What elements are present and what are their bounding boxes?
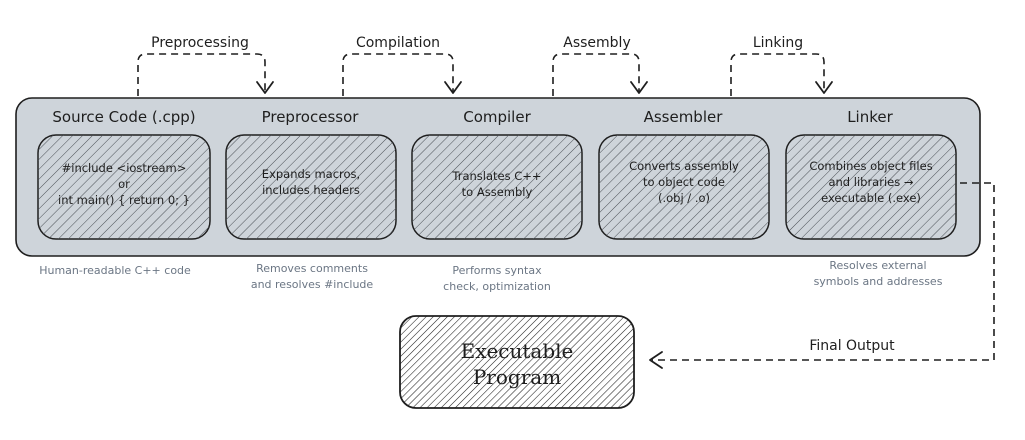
stage-title-source-code: Source Code (.cpp) xyxy=(52,108,195,126)
final-output-label: Final Output xyxy=(809,338,895,354)
preprocessor-line-2: includes headers xyxy=(262,183,360,197)
source-code-line-2: or xyxy=(118,177,130,191)
stage-titles: Source Code (.cpp) Preprocessor Compiler… xyxy=(52,108,893,126)
preprocessor-line-1: Expands macros, xyxy=(262,167,360,181)
assembler-line-1: Converts assembly xyxy=(629,159,739,173)
step-arrow-assembly xyxy=(552,53,648,96)
stage-box-source-code: #include <iostream> or int main() { retu… xyxy=(37,134,211,240)
step-label-assembly: Assembly xyxy=(563,35,630,51)
stage-title-assembler: Assembler xyxy=(644,108,724,126)
step-arrow-linking xyxy=(730,53,833,96)
stage-box-preprocessor: Expands macros, includes headers xyxy=(225,134,397,240)
executable-program-line-1: Executable xyxy=(461,339,574,363)
step-label-compilation: Compilation xyxy=(356,35,440,51)
step-label-linking: Linking xyxy=(753,35,803,51)
compiler-line-1: Translates C++ xyxy=(451,169,541,183)
stage-title-compiler: Compiler xyxy=(463,108,531,126)
linker-line-2: and libraries → xyxy=(828,175,913,189)
step-arrow-preprocessing xyxy=(137,53,274,96)
source-code-line-1: #include <iostream> xyxy=(62,161,187,175)
stage-box-compiler: Translates C++ to Assembly xyxy=(411,134,583,240)
step-connectors: Preprocessing Compilation Assembly Linki… xyxy=(137,35,833,96)
note-preprocessor-line-1: Removes comments xyxy=(256,262,368,275)
stage-box-assembler: Converts assembly to object code (.obj /… xyxy=(598,134,770,240)
stage-title-preprocessor: Preprocessor xyxy=(262,108,360,126)
assembler-line-2: to object code xyxy=(643,175,725,189)
linker-line-3: executable (.exe) xyxy=(821,191,921,205)
executable-program-line-2: Program xyxy=(473,365,561,389)
stage-box-linker: Combines object files and libraries → ex… xyxy=(785,134,957,240)
source-code-line-3: int main() { return 0; } xyxy=(58,193,190,207)
note-preprocessor-line-2: and resolves #include xyxy=(251,278,374,291)
compiler-line-2: to Assembly xyxy=(462,185,533,199)
note-linker-line-1: Resolves external xyxy=(829,259,926,272)
stage-notes: Human-readable C++ code Removes comments… xyxy=(39,259,942,293)
note-compiler-line-2: check, optimization xyxy=(443,280,551,293)
assembler-line-3: (.obj / .o) xyxy=(658,191,710,205)
note-source-code-line-1: Human-readable C++ code xyxy=(39,264,191,277)
step-label-preprocessing: Preprocessing xyxy=(151,35,249,51)
note-compiler-line-1: Performs syntax xyxy=(452,264,542,277)
final-output-arrow: Final Output xyxy=(649,182,995,369)
step-arrow-compilation xyxy=(342,53,462,96)
executable-program-box: Executable Program xyxy=(399,315,635,409)
stage-title-linker: Linker xyxy=(847,108,893,126)
linker-line-1: Combines object files xyxy=(809,159,932,173)
note-linker-line-2: symbols and addresses xyxy=(814,275,943,288)
